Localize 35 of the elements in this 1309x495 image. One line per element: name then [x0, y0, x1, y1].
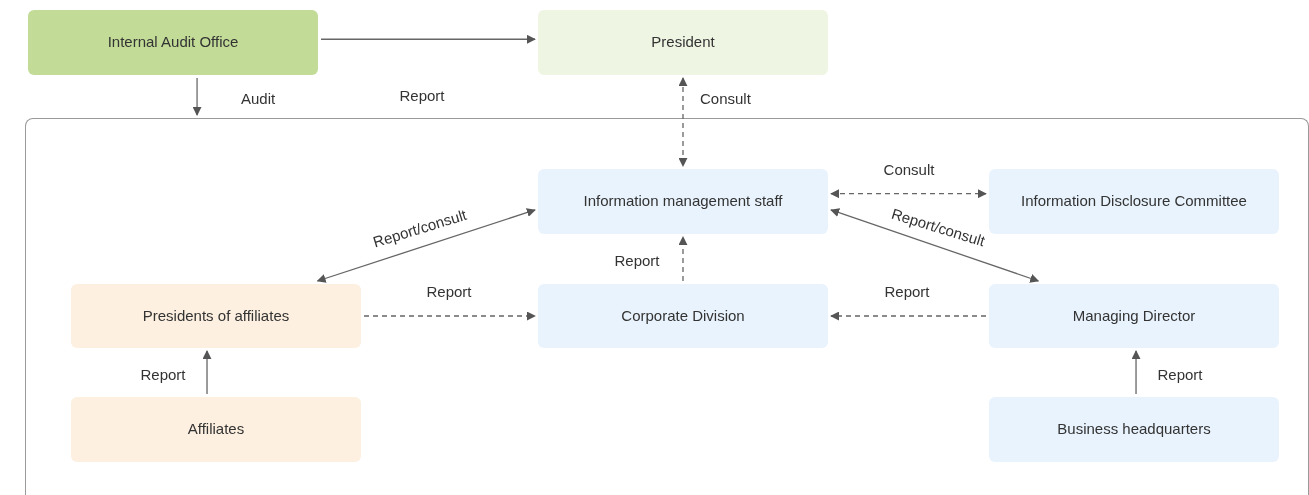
box-label: President: [651, 33, 715, 52]
arrow: [1131, 350, 1141, 395]
box-label: Internal Audit Office: [107, 33, 239, 52]
org-box: [28, 10, 318, 75]
edge-label: Report: [883, 282, 931, 302]
arrow: [363, 311, 536, 321]
org-box: [538, 10, 828, 75]
edge-label: Consult: [882, 160, 936, 180]
arrow: [830, 311, 987, 321]
org-box: [71, 284, 361, 348]
arrow: [830, 189, 987, 199]
edge-label: Audit: [240, 89, 277, 109]
arrow: [316, 208, 536, 283]
box-label: Corporate Division: [621, 306, 745, 326]
arrow: [320, 34, 536, 44]
box-label: Presidents of affiliates: [142, 306, 290, 326]
edge-label: Consult: [699, 89, 752, 109]
edge-label: Report: [139, 365, 187, 385]
arrow: [678, 77, 688, 167]
arrow: [202, 350, 212, 395]
edge-label: Report: [425, 282, 473, 302]
org-box: [71, 397, 361, 462]
arrow: [678, 236, 688, 282]
box-label: Information management staff: [583, 192, 783, 211]
edge-label: Report: [1156, 365, 1204, 385]
org-box: [989, 284, 1279, 348]
box-label: Information Disclosure Committee: [1021, 192, 1247, 211]
box-label: Business headquarters: [1057, 420, 1211, 439]
edge-label: Report: [613, 251, 661, 271]
arrow: [192, 77, 202, 116]
arrow: [830, 208, 1040, 283]
box-label: Managing Director: [1072, 306, 1196, 326]
box-label: Affiliates: [187, 420, 245, 439]
group-frame: [25, 118, 1309, 495]
edge-label: Report: [398, 86, 446, 106]
